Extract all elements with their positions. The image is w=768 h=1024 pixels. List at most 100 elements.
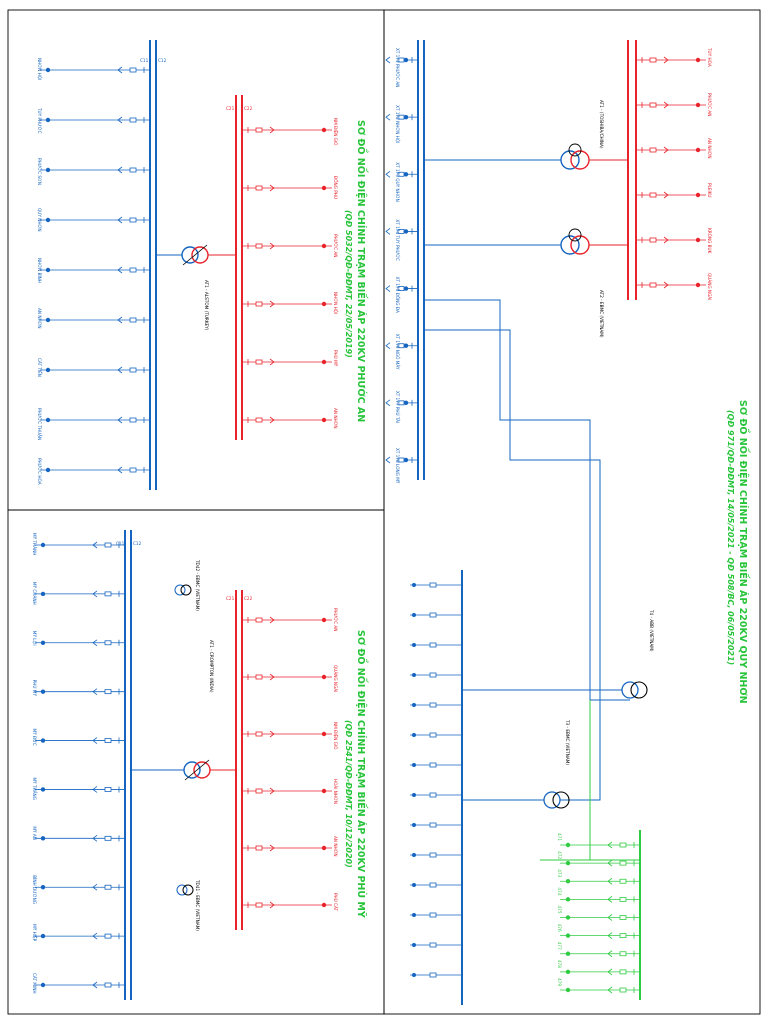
feeder-bay [636,281,706,289]
feeder-bay [636,236,706,244]
feeder-terminal-icon [565,987,571,993]
feeder-bay [242,616,332,624]
feeder-terminal-icon [403,286,409,291]
feeder-bay [35,737,125,744]
feeder-label: PHƯỚC AN [333,608,338,631]
feeder-bay [242,358,332,366]
hv-feeders [636,56,706,289]
feeder-label: XT 178 LONG MỸ [395,448,400,484]
mv-busbars [149,40,157,490]
feeder-bay [35,541,125,549]
bus-label-c21: C21 [226,106,235,111]
feeder-bay [242,242,332,250]
hv-feeders [242,616,332,909]
feeder-terminal-icon [565,969,571,975]
feeder-bay [560,914,640,921]
bus-label-c11: C11 [140,58,149,63]
transformer-label-at2: AT2 - EBMC (VIETNAM) [599,290,604,338]
feeder-terminal-icon [403,57,409,63]
feeder-bay [385,56,418,64]
transformer-at1-icon [131,759,236,781]
transformer-t4-icon [462,681,648,699]
feeder-bay [242,844,332,852]
bus-label-c11: C11 [116,541,125,546]
feeder-bay [242,184,332,192]
hv-busbars [235,590,243,930]
feeder-label: PHƯỚC HÒA [37,458,42,485]
hv-feeders [242,126,332,424]
feeder-terminal-icon [321,301,327,307]
feeder-bay [40,366,150,374]
panel-quy-nhon: SƠ ĐỒ NỐI ĐIỆN CHÍNH TRẠM BIẾN ÁP 220KV … [385,40,750,1005]
feeder-terminal-icon [40,885,46,890]
feeder-terminal-icon [695,102,701,108]
feeder-label: 475 [557,906,562,914]
feeder-terminal-icon [40,591,46,597]
aux-transformer-td41-icon [174,584,194,896]
bus-label-c12: C12 [133,541,142,546]
feeder-label: PHÙ MỸ [32,680,37,697]
feeder-terminal-icon [695,192,701,198]
feeder-terminal-icon [565,933,571,938]
feeder-bay [35,883,125,891]
transformer-at1-icon [560,143,590,170]
title-phuoc-an: SƠ ĐỒ NỐI ĐIỆN CHÍNH TRẠM BIẾN ÁP 220KV … [355,120,368,422]
feeder-terminal-icon [40,982,46,988]
mv-busbars [417,40,425,480]
feeder-terminal-icon [403,343,409,348]
feeder-bay [560,859,640,867]
feeder-label: MỸ LỢI [32,631,37,646]
feeder-terminal-icon [321,185,327,191]
feeder-label: XT 175 ĐỒNG ĐA [395,277,400,313]
feeder-terminal-icon [40,933,46,939]
feeder-terminal-icon [565,951,571,956]
feeder-terminal-icon [321,731,327,737]
feeder-bay [35,932,125,940]
transformer-t3-icon [462,791,570,809]
hv-busbars [235,95,243,440]
feeder-terminal-icon [695,282,701,288]
subtitle-phu-my: (QĐ 2541/QĐ-ĐĐMT, 10/12/2020) [344,720,353,868]
feeder-bay [385,113,418,121]
feeder-bay [385,170,418,178]
subtitle-quy-nhon: (QĐ 971/QĐ-ĐĐMT, 14/05/2021 - QĐ 508/BC,… [726,410,735,665]
feeder-terminal-icon [321,674,327,680]
feeder-bay [560,950,640,958]
feeder-terminal-icon [321,243,327,249]
mv-feeders [35,541,125,989]
bus-label-c22: C22 [244,106,253,111]
feeder-label: CÁT TIẾN [37,358,43,377]
feeder-label: PHƯỚC AN [333,234,338,257]
subtitle-phuoc-an: (QĐ 5032/QĐ-ĐĐMT, 22/05/2019) [344,210,353,358]
feeder-label: XT 177 PHÚ TÀI [395,391,400,423]
feeder-label: PHƯỚC THUẬN [37,408,42,440]
feeder-terminal-icon [321,845,327,851]
feeder-bay [35,786,125,793]
feeder-bay [40,316,150,324]
frame-phu-my [7,509,385,1015]
feeder-terminal-icon [565,897,571,902]
feeder-label: MỸ CHÁNH [32,582,37,605]
feeder-label: MỸ ĐỨC [32,729,37,746]
feeder-label: ĐỒNG PHÚ [333,176,338,199]
panel-phu-my: SƠ ĐỒ NỐI ĐIỆN CHÍNH TRẠM BIẾN ÁP 220KV … [32,530,368,1000]
feeder-terminal-icon [695,237,701,243]
feeder-label: XT 174 TUY PHƯỚC [395,219,400,261]
transformer-label-t3: T3 - EBMC (VIETNAM) [565,719,570,765]
feeder-label: NHƠN HỘI [37,58,42,80]
feeder-bay [636,146,706,154]
feeder-bay [636,101,706,109]
feeder-bay [385,285,418,292]
feeder-label: PHƯỚC SƠN [37,158,42,185]
feeder-bay [385,228,418,235]
feeder-label: NHƠN BÌNH [37,258,42,283]
aux-label-td42: TD42 - EBMC (VIETNAM) [195,559,200,611]
feeder-bay [385,456,418,464]
hv-busbars [627,40,637,300]
feeder-terminal-icon [403,172,409,177]
